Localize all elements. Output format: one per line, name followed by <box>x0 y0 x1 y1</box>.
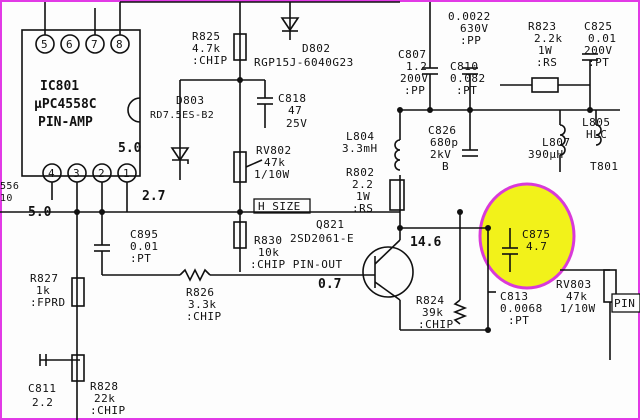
rv802-value: 47k <box>264 156 285 169</box>
c807-ref: C807 <box>398 48 427 61</box>
c813-ref: C813 <box>500 290 529 303</box>
r823-type: :RS <box>536 56 557 69</box>
r826-ref: R826 <box>186 286 215 299</box>
l807-ref: L807 <box>542 136 571 149</box>
d803-ref: D803 <box>176 94 205 107</box>
r825-value: 4.7k <box>192 42 221 55</box>
c895-value: 0.01 <box>130 240 159 253</box>
l805-ref: L805 <box>582 116 611 129</box>
rv803-ref: RV803 <box>556 278 592 291</box>
ic-pin-top-1: 5 <box>41 38 48 51</box>
c811-value: 2.2 <box>32 396 53 409</box>
r825-type: :CHIP <box>192 54 228 67</box>
r826-value: 3.3k <box>188 298 217 311</box>
c875-value: 4.7 <box>526 240 547 253</box>
r824-value: 39k <box>422 306 443 319</box>
l804-value: 3.3mH <box>342 142 378 155</box>
r828-value: 22k <box>94 392 115 405</box>
c810-ref: C810 <box>450 60 479 73</box>
c810-value: 0.082 <box>450 72 486 85</box>
q821-ref: Q821 <box>316 218 345 231</box>
ic-body <box>21 29 141 177</box>
r802-power: 1W <box>356 190 370 203</box>
c826-class: B <box>442 160 449 173</box>
highlight-ellipse <box>478 182 576 290</box>
c825-type: :PT <box>588 56 609 69</box>
c895-ref: C895 <box>130 228 159 241</box>
ic-pin-bottom-1: 4 <box>48 167 55 180</box>
voltage-left: 5.0 <box>28 205 52 220</box>
r824-type: :CHIP <box>418 318 454 331</box>
d802-part: RGP15J-6040G23 <box>254 56 354 69</box>
r827-type: :FPRD <box>30 296 66 309</box>
c813-value: 0.0068 <box>500 302 543 315</box>
ic-ref: IC801 <box>40 79 79 94</box>
c-top-type: :PP <box>460 34 481 47</box>
r823-ref: R823 <box>528 20 557 33</box>
rv802-rating: 1/10W <box>254 168 290 181</box>
r802-ref: R802 <box>346 166 375 179</box>
voltage-pin1: 2.7 <box>142 189 165 204</box>
r827-ref: R827 <box>30 272 59 285</box>
voltage-base: 0.7 <box>318 277 341 292</box>
c825-voltage: 200V <box>584 44 613 57</box>
c826-ref: C826 <box>428 124 457 137</box>
pin-edge-label: PIN <box>614 297 635 310</box>
r830-type: :CHIP PIN-OUT <box>250 258 343 271</box>
h-size-label: H SIZE <box>258 200 301 213</box>
c-top-voltage: 630V <box>460 22 489 35</box>
c807-voltage: 200V <box>400 72 429 85</box>
r830-ref: R830 <box>254 234 283 247</box>
r802-type: :RS <box>352 202 373 215</box>
ic-pin-bottom-4: 1 <box>123 167 130 180</box>
c818-ref: C818 <box>278 92 307 105</box>
c810-type: :PT <box>456 84 477 97</box>
c825-value: 0.01 <box>588 32 617 45</box>
c826-voltage: 2kV <box>430 148 451 161</box>
c875-ref: C875 <box>522 228 551 241</box>
r823-value: 2.2k <box>534 32 563 45</box>
r827-value: 1k <box>36 284 50 297</box>
l804-ref: L804 <box>346 130 375 143</box>
c826-value: 680p <box>430 136 459 149</box>
ic-pin-top-4: 8 <box>116 38 123 51</box>
d802-ref: D802 <box>302 42 331 55</box>
c895-type: :PT <box>130 252 151 265</box>
q821-part: 2SD2061-E <box>290 232 354 245</box>
rv803-rating: 1/10W <box>560 302 596 315</box>
c807-value: 1.2 <box>406 60 427 73</box>
rv803-value: 47k <box>566 290 587 303</box>
c807-type: :PP <box>404 84 425 97</box>
c818-value: 47 <box>288 104 302 117</box>
rv802-ref: RV802 <box>256 144 292 157</box>
r802-value: 2.2 <box>352 178 373 191</box>
edge-label-a: 556 <box>0 181 19 192</box>
ic-pin-bottom-3: 2 <box>98 167 105 180</box>
c811-ref: C811 <box>28 382 57 395</box>
ic-pin-top-3: 7 <box>91 38 98 51</box>
c818-voltage: 25V <box>286 117 307 130</box>
ic-pin-top-2: 6 <box>66 38 73 51</box>
l805-value: HLC <box>586 128 607 141</box>
r825-ref: R825 <box>192 30 221 43</box>
r828-ref: R828 <box>90 380 119 393</box>
c-top-value: 0.0022 <box>448 10 491 23</box>
c825-ref: C825 <box>584 20 613 33</box>
voltage-collector: 14.6 <box>410 235 441 250</box>
r828-type: :CHIP <box>90 404 126 417</box>
ic-pin-bottom-2: 3 <box>73 167 80 180</box>
r830-value: 10k <box>258 246 279 259</box>
r823-power: 1W <box>538 44 552 57</box>
voltage-pin2: 5.0 <box>118 141 142 156</box>
edge-label-b: 10 <box>0 193 13 204</box>
c813-type: :PT <box>508 314 529 327</box>
d803-part: RD7.5ES-B2 <box>150 110 214 121</box>
ic-part: µPC4558C <box>34 97 97 112</box>
l807-value: 390µH <box>528 148 564 161</box>
r826-type: :CHIP <box>186 310 222 323</box>
r824-ref: R824 <box>416 294 445 307</box>
t801-ref: T801 <box>590 160 619 173</box>
ic-func: PIN-AMP <box>38 115 93 130</box>
